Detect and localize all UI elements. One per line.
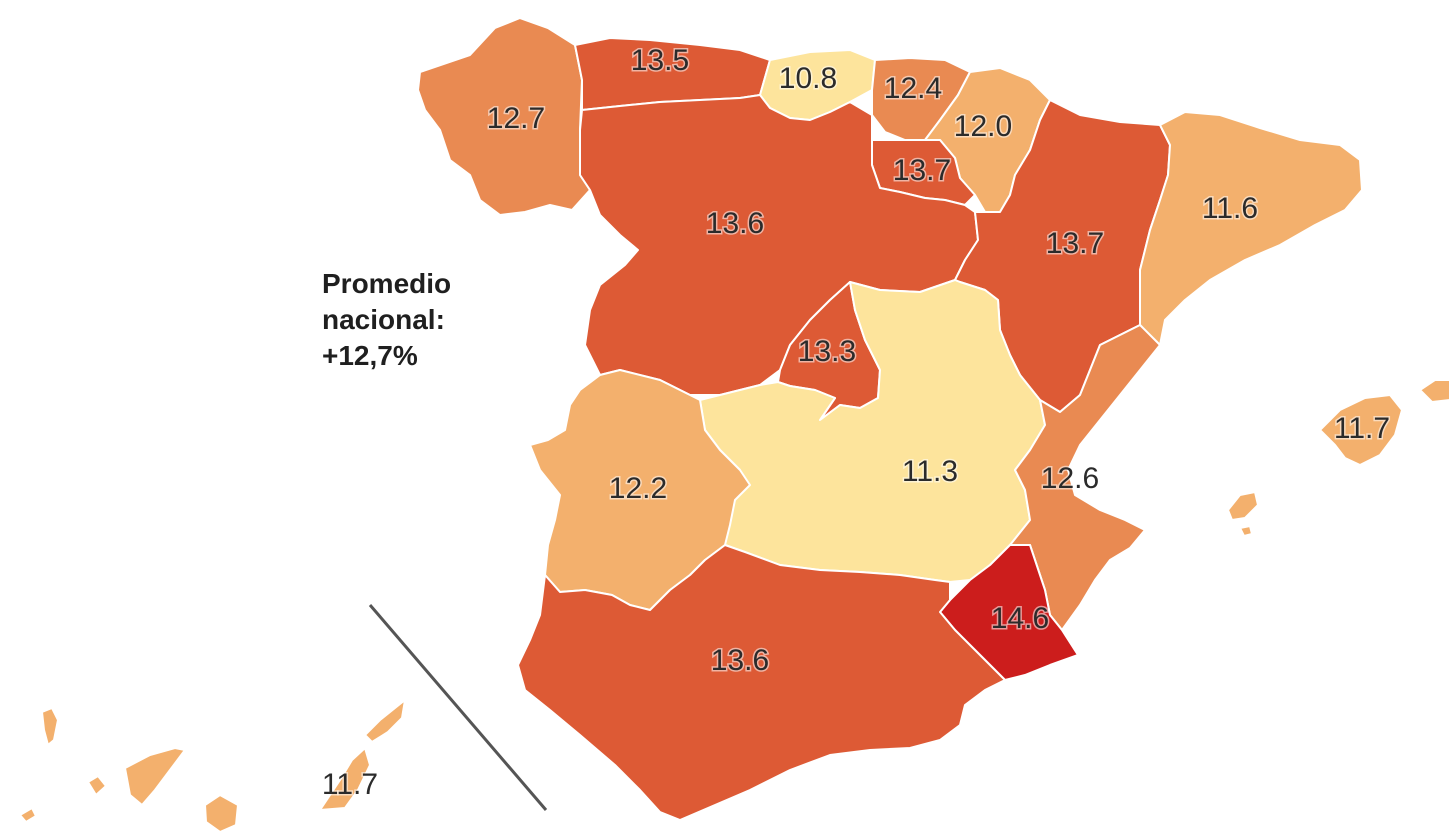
label-pais-vasco: 12.4 <box>884 72 942 105</box>
region-baleares-ibiza[interactable] <box>1227 491 1259 521</box>
region-canarias-fuerteventura[interactable] <box>319 747 371 811</box>
label-castilla-y-leon: 13.6 <box>706 207 764 240</box>
region-baleares-formentera[interactable] <box>1239 525 1253 537</box>
region-murcia[interactable] <box>939 544 1079 681</box>
label-asturias: 13.5 <box>631 44 689 77</box>
label-cantabria: 10.8 <box>779 62 837 95</box>
region-galicia[interactable] <box>417 17 591 216</box>
label-galicia: 12.7 <box>487 102 545 135</box>
label-andalucia: 13.6 <box>711 644 769 677</box>
national-average-annotation: Promedio nacional: +12,7% <box>322 266 522 374</box>
label-navarra: 12.0 <box>954 110 1012 143</box>
region-cataluna[interactable] <box>1139 111 1363 346</box>
label-canarias: 11.7 <box>322 768 378 801</box>
label-castilla-la-mancha: 11.3 <box>902 455 958 488</box>
region-canarias-tenerife[interactable] <box>124 747 186 806</box>
label-aragon: 13.7 <box>1046 227 1104 260</box>
label-valencia: 12.6 <box>1041 462 1099 495</box>
label-extremadura: 12.2 <box>609 472 667 505</box>
national-average-line2: nacional: <box>322 304 445 335</box>
region-baleares-menorca[interactable] <box>1419 379 1450 403</box>
label-baleares: 11.7 <box>1334 412 1390 445</box>
region-canarias-hierro[interactable] <box>19 807 37 823</box>
label-madrid: 13.3 <box>798 335 856 368</box>
region-baleares[interactable] <box>1319 394 1403 466</box>
national-average-value: +12,7% <box>322 340 418 371</box>
label-murcia: 14.6 <box>991 602 1049 635</box>
region-canarias-gomera[interactable] <box>87 775 107 796</box>
national-average-line1: Promedio <box>322 268 452 299</box>
region-canarias-lapalma[interactable] <box>41 707 59 746</box>
region-canarias-gran-canaria[interactable] <box>204 794 239 833</box>
canarias-divider-line <box>368 604 548 811</box>
region-canarias-lanzarote[interactable] <box>364 699 406 743</box>
label-cataluna: 11.6 <box>1202 192 1258 225</box>
label-la-rioja: 13.7 <box>893 154 951 187</box>
region-andalucia[interactable] <box>517 544 1006 821</box>
